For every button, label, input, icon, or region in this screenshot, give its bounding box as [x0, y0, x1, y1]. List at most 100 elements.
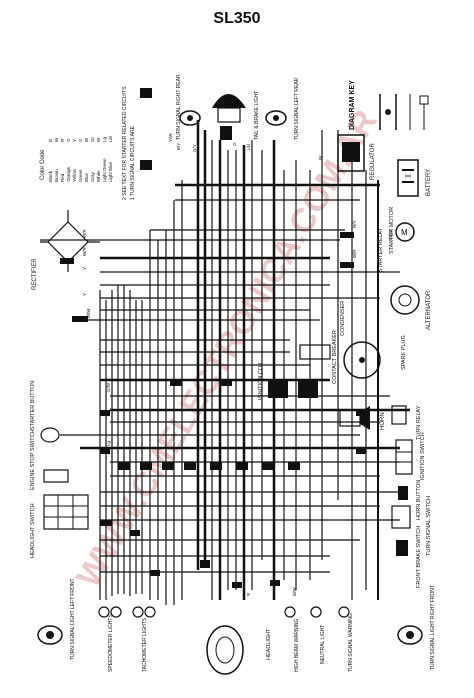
turn-signal-right-rear-label: TURN SIGNAL RIGHT REAR	[176, 74, 182, 140]
condenser-label: CONDENSER	[340, 301, 346, 336]
starter-motor-symbol: M	[395, 222, 415, 242]
turn-signal-light-right-front-label: TURN SIGNAL LIGHT RIGHT FRONT	[430, 585, 436, 670]
wire-code-label: G/W	[106, 382, 111, 392]
color-code-title: Color Code	[40, 149, 46, 180]
turn-signal-light-right-front-symbol	[397, 625, 423, 645]
color-code-name: Light Blue	[108, 161, 113, 182]
battery-label: BATTERY	[426, 169, 432, 196]
spark-plug-label: SPARK PLUG	[401, 335, 407, 370]
high-beam-warning-symbol	[284, 606, 296, 618]
diagram-title: SL350	[213, 10, 261, 27]
rectifier-label: RECTIFIER	[32, 258, 38, 290]
turn-signal-light-left-front-symbol	[37, 625, 63, 645]
high-beam-warning-label: HIGH BEAM WARNING	[294, 618, 300, 672]
engine-stop-switch-symbol	[43, 469, 69, 483]
wire-code-label: Y	[82, 293, 87, 296]
engine-stop-switch-label: ENGINE STOP SWITCH	[30, 429, 36, 490]
color-code-abbrev: G	[78, 138, 83, 142]
color-code-name: Black	[48, 170, 53, 182]
color-code-abbrev: Bl	[84, 138, 89, 142]
battery-symbol	[397, 159, 419, 197]
color-code-name: Orange	[66, 166, 71, 182]
regulator-label: REGULATOR	[370, 143, 376, 180]
wire-code-label: B/W	[292, 587, 297, 596]
wire-code-label: Br/W	[388, 229, 393, 240]
headlight-switch-symbol	[43, 494, 89, 530]
tail-brake-light-label: TAIL & BRAKE LIGHT	[254, 91, 260, 140]
alternator-symbol	[390, 285, 420, 315]
contact-breaker-symbol	[299, 341, 381, 379]
color-code-name: Red	[60, 173, 65, 182]
note-2: 2 SEE TEXT FOR STARTER RELATED CIRCUITS	[122, 86, 128, 200]
turn-signal-warning-symbol	[338, 606, 350, 618]
wire-code-label: Bl	[224, 136, 229, 140]
starter-button-label: STARTER BUTTON	[30, 381, 36, 430]
regulator-symbol	[337, 134, 365, 172]
harness-wires-horizontal	[40, 183, 410, 573]
notes-block	[140, 88, 152, 170]
front-brake-switch-symbol	[396, 540, 408, 556]
color-code-name: White	[96, 170, 101, 182]
speedometer-lights-label: SPEEDOMETER LIGHTS	[108, 614, 114, 672]
turn-signal-warning-label: TURN SIGNAL WARNING	[348, 613, 354, 672]
svg-text:M: M	[401, 228, 408, 237]
turn-signal-switch-symbol	[391, 505, 411, 529]
color-code-name: Yellow	[72, 168, 77, 182]
ignition-coil-symbol	[268, 380, 318, 398]
horn-button-symbol	[398, 486, 408, 500]
tail-brake-light-symbol	[212, 94, 246, 123]
color-code-abbrev: R	[60, 138, 65, 142]
horn-button-label: HORN BUTTON	[416, 480, 422, 520]
headlight-label: HEADLIGHT	[266, 628, 272, 660]
turn-signal-left-rear-symbol	[265, 110, 287, 126]
alternator-label: ALTERNATOR	[426, 290, 432, 330]
wire-code-label: Lg	[106, 440, 111, 446]
front-brake-switch-label: FRONT BRAKE SWITCH	[416, 526, 422, 588]
wire-code-label: Bl/R	[352, 249, 357, 258]
tachometer-lights-symbol	[132, 606, 156, 618]
wire-code-label: R/Y	[352, 220, 357, 228]
color-code-abbrev: Br	[54, 137, 59, 142]
turn-relay-label: TURN RELAY	[416, 405, 422, 440]
color-code-abbrev: B	[48, 139, 53, 142]
neutral-light-symbol	[310, 606, 322, 618]
turn-signal-light-left-front-label: TURN SIGNAL LIGHT LEFT FRONT	[70, 578, 76, 660]
ignition-switch-label: IGNITION SWITCH	[420, 432, 426, 480]
color-code-abbrev: W	[96, 137, 101, 142]
ignition-switch-symbol	[395, 439, 413, 475]
wire-code-label: Y	[82, 267, 87, 270]
color-code-name: Gray	[90, 171, 95, 182]
turn-relay-symbol	[391, 405, 407, 425]
wire-code-label: Lbl	[246, 144, 251, 150]
neutral-light-label: NEUTRAL LIGHT	[320, 625, 326, 664]
wire-code-label: G/Y	[192, 144, 197, 152]
color-code-name: Light Green	[102, 158, 107, 182]
color-code-table: BlackBBrownBrRedROrangeOYellowYGreenGBlu…	[48, 136, 113, 182]
color-code-abbrev: Y	[72, 139, 77, 142]
starter-button-symbol	[40, 427, 60, 443]
rear-brake-switch-symbol	[220, 126, 232, 140]
color-code-abbrev: Lbl	[108, 136, 113, 142]
color-code-abbrev: O	[66, 138, 71, 142]
color-code-name: Blue	[84, 172, 89, 182]
headlight-symbol	[206, 625, 244, 675]
wire-code-label: O	[232, 142, 237, 146]
horn-symbol	[339, 406, 370, 430]
wire-code-label: W/R	[82, 229, 87, 238]
contact-breaker-label: CONTACT BREAKER	[332, 330, 338, 384]
wire-code-label: R	[246, 592, 251, 596]
diagram-key-title: DIAGRAM KEY	[349, 80, 356, 130]
starter-relay-label: STARTER RELAY	[378, 227, 384, 272]
wire-code-label: Y/W	[168, 133, 173, 142]
diagram-key-block	[379, 94, 429, 130]
wire-code-label: W/R	[82, 247, 87, 256]
color-code-abbrev: Lg	[102, 136, 107, 142]
wire-code-label: Bl/W	[86, 308, 91, 318]
speedometer-lights-symbol	[98, 606, 122, 618]
wire-code-label: B/Y	[176, 143, 181, 150]
color-code-abbrev: Gr	[90, 136, 95, 142]
tachometer-lights-label: TACHOMETER LIGHTS	[142, 617, 148, 672]
turn-signal-switch-label: TURN SIGNAL SWITCH	[426, 496, 432, 556]
rectifier-symbol	[40, 210, 100, 272]
